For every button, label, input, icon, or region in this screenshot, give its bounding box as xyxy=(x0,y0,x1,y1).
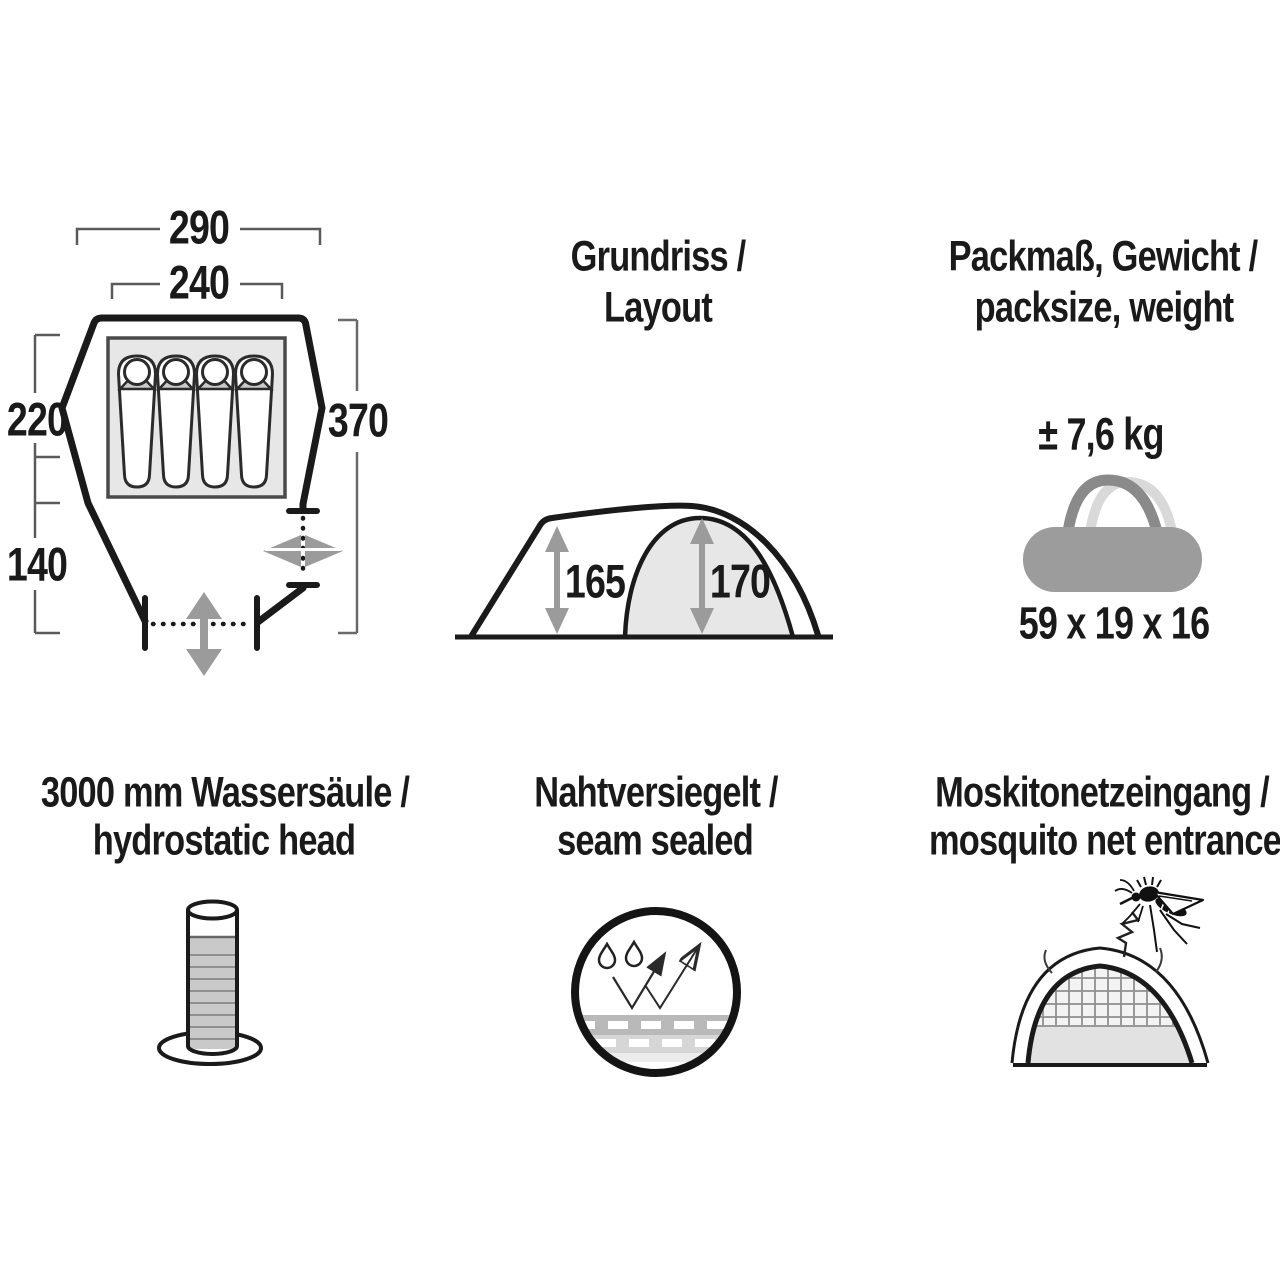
pack-weight-label: ± 7,6 kg xyxy=(1038,408,1164,460)
hydrostatic-title-line2: hydrostatic head xyxy=(92,816,356,865)
seam-sealed-icon xyxy=(571,907,741,1077)
hydrostatic-title-line1: 3000 mm Wassersäule / xyxy=(40,768,410,817)
dim-bracket-290 xyxy=(75,227,322,245)
front-door-arrow-icon xyxy=(186,592,222,676)
pack-title-line1: Packmaß, Gewicht / xyxy=(948,232,1259,281)
dim-bracket-240 xyxy=(110,282,284,299)
tent-side-view-icon xyxy=(455,502,833,640)
mesh-grid xyxy=(1028,966,1192,1063)
seam-band xyxy=(575,1015,737,1062)
measuring-cylinder-icon xyxy=(157,899,263,1066)
sleeper-icon xyxy=(194,354,236,489)
dim-depth-total-label: 370 xyxy=(327,393,389,447)
dome-outer-arc xyxy=(1010,946,1210,1064)
mosquito-title-line2: mosquito net entrance xyxy=(928,816,1280,865)
dim-width-inner-label: 240 xyxy=(168,255,230,309)
rain-drop-icons xyxy=(597,939,644,970)
mosquito-title-line1: Moskitonetzeingang / xyxy=(935,768,1270,817)
front-height-arrow-icon xyxy=(545,526,569,634)
tent-profile xyxy=(469,502,821,638)
dim-width-outer-label: 290 xyxy=(168,200,230,254)
inner-dome xyxy=(622,515,796,640)
mosquito-icon xyxy=(1114,876,1205,953)
dome-inner-arc xyxy=(1025,963,1195,1064)
bounce-arrow-icons xyxy=(612,949,697,1011)
dim-bracket-left xyxy=(33,333,60,635)
dim-porch-depth-label: 140 xyxy=(6,537,68,591)
layout-title-line2: Layout xyxy=(604,283,713,332)
peak-height-arrow-icon xyxy=(690,518,714,634)
pack-size-label: 59 x 19 x 16 xyxy=(1018,597,1210,649)
bag-body xyxy=(1023,527,1202,592)
seam-title-line1: Nahtversiegelt / xyxy=(534,768,778,817)
dim-depth-inner-label: 220 xyxy=(6,392,68,446)
pack-title-line2: packsize, weight xyxy=(974,283,1234,332)
water-column xyxy=(188,937,237,1049)
dim-bracket-right xyxy=(338,318,359,635)
peak-height-label: 170 xyxy=(709,554,771,608)
sleeper-icon xyxy=(155,354,197,489)
mosquito-net-icon xyxy=(1010,876,1210,1067)
seam-circle-ring xyxy=(571,907,741,1077)
tent-floor-plan-icon xyxy=(33,227,359,676)
layout-title-line1: Grundriss / xyxy=(570,232,747,281)
seam-title-line2: seam sealed xyxy=(557,816,754,865)
bag-handle-dark xyxy=(1062,474,1163,534)
side-door-width-arrow-icon xyxy=(263,535,343,567)
sleeper-icons xyxy=(116,354,275,489)
vibration-marks xyxy=(1043,947,1163,974)
sleeper-icon xyxy=(116,354,158,489)
sleeper-icon xyxy=(233,354,275,489)
front-height-label: 165 xyxy=(564,554,626,608)
graduation-lines xyxy=(188,954,237,1040)
duffel-bag-icon xyxy=(1023,474,1202,592)
cylinder-outline xyxy=(186,899,239,1056)
